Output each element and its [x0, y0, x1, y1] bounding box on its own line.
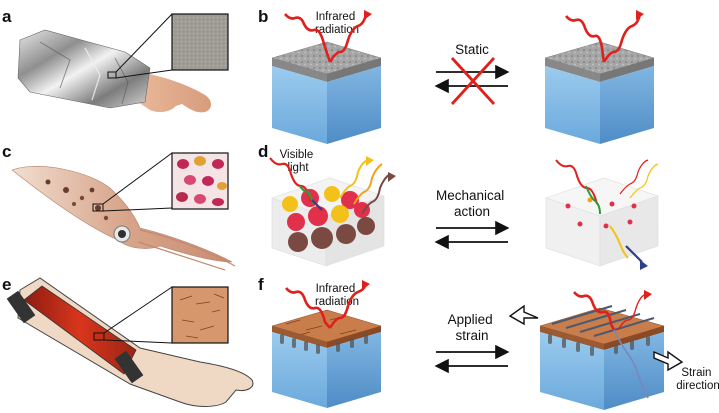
label-strain-direction: Strain direction	[676, 367, 719, 392]
panel-e: e	[2, 275, 254, 407]
zoom-inset-cracked-copper	[171, 286, 229, 344]
infrared-wave-in-f-right	[573, 291, 616, 331]
zoom-inset-foil	[171, 13, 229, 71]
zoom-marker-c	[92, 203, 104, 212]
visible-light-rays-left	[269, 156, 396, 215]
squid-photo	[11, 166, 236, 271]
label-applied-strain: Applied strain	[448, 312, 497, 343]
foil-wrapped-arm-photo	[17, 29, 212, 113]
infrared-wave-in-b	[284, 13, 332, 63]
static-surface-block-right	[544, 41, 655, 144]
infrared-wave-in-b-right	[565, 15, 606, 63]
copper-surface-block-left	[271, 309, 382, 408]
label-mechanical-action: Mechanical action	[436, 188, 508, 219]
panel-letter-c: c	[2, 142, 11, 161]
panel-letter-b: b	[258, 7, 268, 26]
transmitted-wave-f	[613, 329, 649, 399]
panel-letter-a: a	[2, 7, 12, 26]
infrared-arrowhead-b	[364, 10, 372, 20]
panel-a: a	[2, 7, 229, 113]
panel-letter-d: d	[258, 142, 268, 161]
zoom-marker-e	[93, 332, 105, 341]
copper-surface-block-strained	[539, 305, 665, 410]
label-infrared-radiation-b: Infrared radiation	[315, 11, 359, 36]
chromatophore-cube-expanded	[271, 177, 385, 267]
strain-direction-arrows	[508, 304, 684, 372]
visible-light-rays-right	[555, 159, 659, 270]
infrared-wave-in-f	[285, 287, 331, 329]
zoom-inset-chromatophores	[171, 152, 229, 210]
label-static: Static	[455, 42, 489, 57]
panel-letter-e: e	[2, 275, 11, 294]
panel-letter-f: f	[258, 275, 264, 294]
sleeve-arm-illustration	[6, 277, 254, 407]
static-surface-block-left	[271, 41, 382, 144]
label-visible-light: Visible light	[280, 149, 317, 174]
zoom-marker-a	[107, 71, 117, 79]
panel-f: f Infrared radiation	[258, 275, 719, 410]
panel-b: b Infrared radiation Static	[258, 7, 655, 144]
panel-c: c	[2, 142, 236, 271]
chromatophore-cube-contracted	[545, 177, 659, 267]
panel-d: d Visible light	[258, 142, 659, 270]
